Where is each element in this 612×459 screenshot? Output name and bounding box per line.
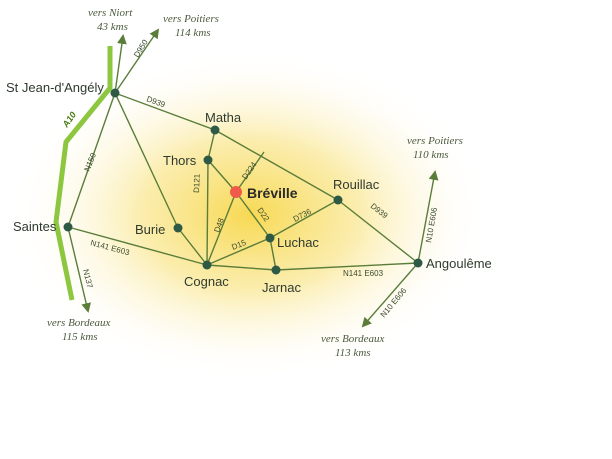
node-angouleme[interactable]: [413, 258, 423, 268]
dir-bordeaux-west-line1: vers Bordeaux: [47, 317, 111, 329]
dir-poitiers-north-line2: 114 kms: [175, 27, 211, 39]
dir-bordeaux-east-line2: 113 kms: [335, 347, 371, 359]
a10-motorway: [53, 46, 113, 301]
node-luchac[interactable]: [265, 233, 275, 243]
node-cognac[interactable]: [202, 260, 212, 270]
road-network: [67, 28, 439, 328]
road-luchac-jarnac: [269, 237, 277, 271]
town-label-breville: Bréville: [247, 185, 298, 201]
road-n150: [67, 92, 116, 228]
road-matha-rouillac: [214, 129, 339, 201]
road-to-poitiers-north: [114, 28, 160, 94]
road-d22: [235, 191, 271, 239]
road-d121: [206, 159, 209, 266]
dir-niort-line2: 43 kms: [97, 21, 128, 33]
node-rouillac[interactable]: [333, 195, 343, 205]
node-breville[interactable]: [230, 186, 242, 198]
town-label-burie: Burie: [135, 222, 165, 237]
node-saintes[interactable]: [63, 222, 73, 232]
road-to-niort: [114, 34, 127, 94]
road-n141-west: [67, 226, 208, 266]
direction-labels: vers Niort 43 kms vers Poitiers 114 kms …: [47, 7, 463, 359]
road-thors-breville: [207, 159, 237, 193]
town-label-luchac: Luchac: [277, 235, 319, 250]
dir-bordeaux-east-line1: vers Bordeaux: [321, 333, 385, 345]
road-burie-cognac: [177, 227, 208, 266]
town-label-matha: Matha: [205, 110, 242, 125]
road-cognac-jarnac: [206, 264, 277, 271]
town-label-rouillac: Rouillac: [333, 177, 380, 192]
town-nodes: [63, 88, 423, 275]
road-d939-east: [337, 199, 419, 264]
town-label-saintes: Saintes: [13, 219, 57, 234]
dir-poitiers-north-line1: vers Poitiers: [163, 13, 219, 25]
road-d939-north: [114, 92, 216, 131]
town-label-angouleme: Angoulême: [426, 256, 492, 271]
road-d736: [269, 199, 339, 239]
town-label-thors: Thors: [163, 153, 197, 168]
road-st-jean-burie: [114, 92, 179, 229]
node-jarnac[interactable]: [271, 265, 281, 275]
node-thors[interactable]: [203, 155, 213, 165]
town-labels: St Jean-d'Angély Matha Thors Bréville Ro…: [6, 80, 492, 295]
road-d48: [206, 191, 237, 266]
region-glow: [10, 50, 490, 380]
road-to-poitiers-east: [417, 170, 439, 264]
node-burie[interactable]: [173, 223, 183, 233]
road-to-bordeaux-east: [361, 262, 419, 328]
dir-poitiers-east-line2: 110 kms: [413, 149, 449, 161]
town-label-jarnac: Jarnac: [262, 280, 302, 295]
road-matha-thors: [207, 129, 216, 161]
node-st-jean[interactable]: [110, 88, 120, 98]
dir-bordeaux-west-line2: 115 kms: [62, 331, 98, 343]
road-d224: [235, 151, 265, 193]
node-matha[interactable]: [210, 125, 220, 135]
road-label-d121: D121: [192, 173, 202, 193]
road-to-bordeaux-west: [67, 226, 91, 313]
road-n141-east: [275, 262, 419, 271]
town-label-cognac: Cognac: [184, 274, 229, 289]
road-label-d950: D950: [132, 38, 150, 59]
road-d15: [206, 237, 271, 266]
dir-poitiers-east-line1: vers Poitiers: [407, 135, 463, 147]
town-label-st-jean: St Jean-d'Angély: [6, 80, 104, 95]
road-label-n141-east: N141 E603: [343, 269, 384, 278]
dir-niort-line1: vers Niort: [88, 7, 133, 19]
